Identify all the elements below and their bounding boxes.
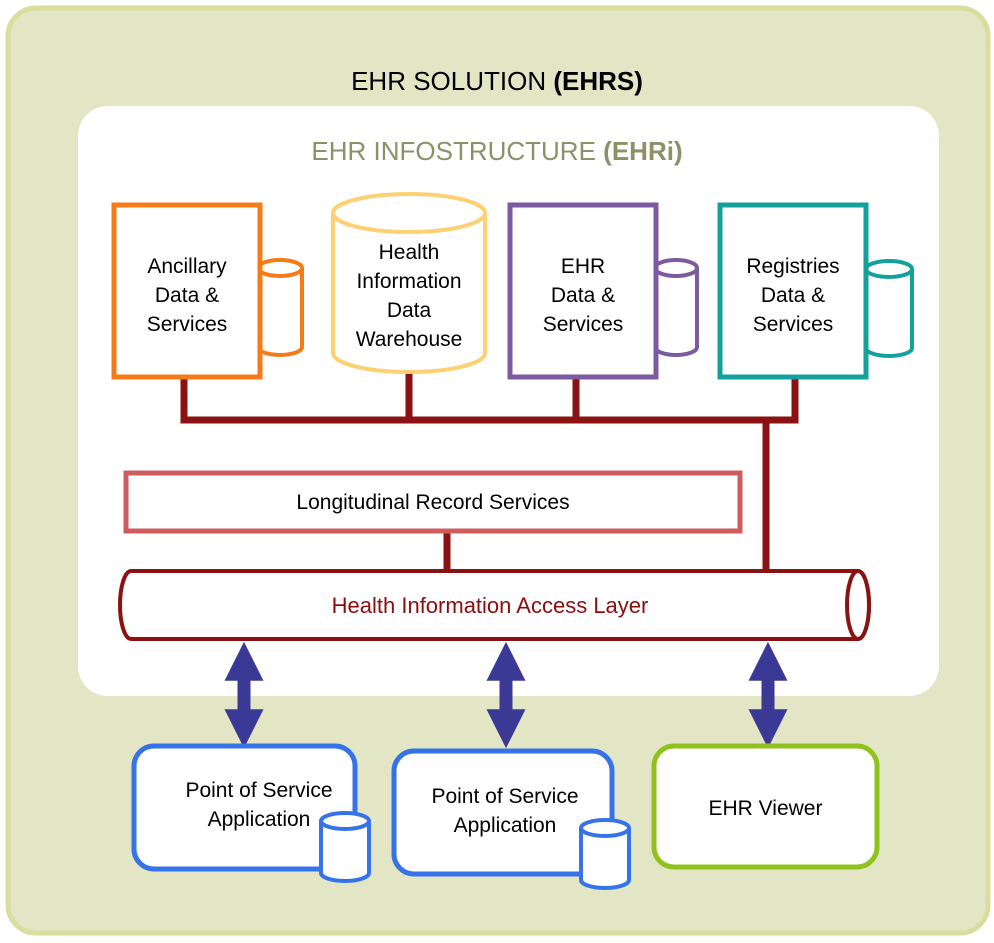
registries-component	[717, 202, 914, 380]
connector-lines	[180, 368, 799, 574]
ehr-data-component	[507, 202, 699, 380]
access-arrows	[224, 641, 788, 749]
data-warehouse-component	[331, 192, 487, 374]
ancillary-component	[111, 202, 304, 380]
ehr-viewer-label: EHR Viewer	[708, 796, 823, 820]
pos-app-1-label: Point of Service Application	[185, 779, 333, 831]
registries-label: Registries Data & Services	[746, 254, 840, 336]
ancillary-label: Ancillary Data & Services	[146, 254, 228, 336]
access-layer-pipe	[118, 569, 871, 641]
ehr-viewer-box	[651, 743, 880, 870]
ehr-solution-title: EHR SOLUTION (EHRS)	[351, 66, 643, 96]
ehr-data-label: EHR Data & Services	[542, 254, 624, 336]
ehr-infostructure-title: EHR INFOSTRUCTURE (EHRi)	[311, 136, 683, 166]
access-layer-label: Health Information Access Layer	[331, 592, 649, 618]
pos-app-1	[131, 743, 371, 883]
warehouse-label: Health Information Data Warehouse	[355, 241, 463, 351]
pos-app-2-label: Point of Service Application	[431, 785, 579, 837]
pos-app-2	[391, 748, 631, 890]
longitudinal-label: Longitudinal Record Services	[296, 490, 570, 514]
longitudinal-record-box	[123, 470, 743, 534]
